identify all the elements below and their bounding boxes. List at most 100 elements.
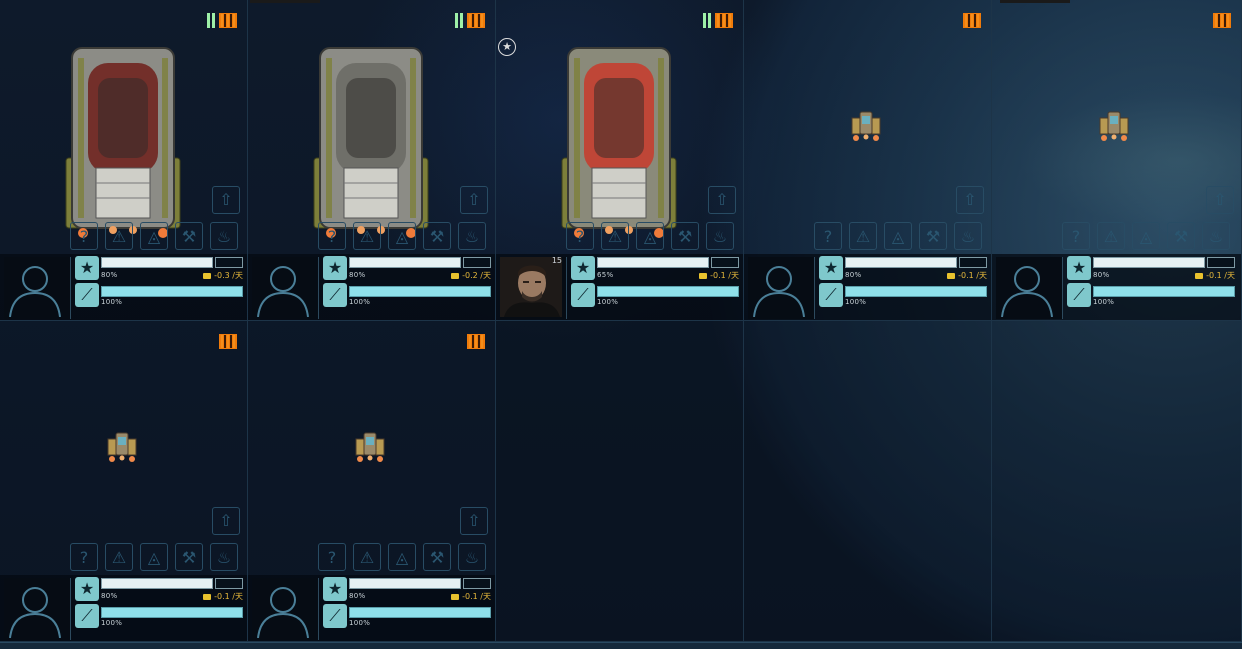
arrow-up-icon[interactable]: ⇧ [212,186,240,214]
fleet-slot[interactable]: ⇧?⚠◬⚒♨ ★ 80% -0.1 /天 ⟋ 100% [992,0,1242,321]
ship-sprite-small[interactable] [1097,108,1131,148]
arrow-up-icon[interactable]: ⇧ [460,507,488,535]
hazard-icon[interactable]: ⚠ [353,543,381,571]
drop-icon[interactable]: ◬ [388,543,416,571]
drop-icon[interactable]: ◬ [1132,222,1160,250]
arrow-up-icon[interactable]: ⇧ [708,186,736,214]
hazard-icon[interactable]: ⚠ [105,222,133,250]
ship-sprite-small[interactable] [353,429,387,469]
flagship-star-icon: ★ [498,38,516,56]
supply-warning-indicator [715,13,733,28]
ship-sprite-small[interactable] [105,429,139,469]
supply-cost-value: -0.1 /天 [1206,271,1235,280]
flame-icon[interactable]: ♨ [1202,222,1230,250]
fleet-slot[interactable]: ⇧?⚠◬⚒♨ ★ 80% -0.1 /天 ⟋ 100% [744,0,992,321]
ship-display[interactable]: ⇧?⚠◬⚒♨ [0,321,247,575]
hazard-icon[interactable]: ⚠ [1097,222,1125,250]
readiness-bar [101,578,213,589]
hazard-icon[interactable]: ⚠ [353,222,381,250]
question-icon[interactable]: ? [1062,222,1090,250]
wrench-icon[interactable]: ⚒ [1167,222,1195,250]
wrench-icon[interactable]: ⚒ [423,543,451,571]
hull-bar [349,607,491,618]
wrench-icon[interactable]: ⚒ [671,222,699,250]
fleet-slot[interactable]: ⇧?⚠◬⚒♨ ★ 80% -0.3 /天 ⟋ 100% [0,0,248,321]
fleet-slot[interactable]: ⇧?⚠◬⚒♨ ★ 80% -0.1 /天 ⟋ 100% [0,321,248,642]
fleet-slot[interactable]: ⇧?⚠◬⚒♨ ★ 80% -0.2 /天 ⟋ 100% [248,0,496,321]
flame-icon[interactable]: ♨ [706,222,734,250]
fleet-slot[interactable]: ⇧?⚠◬⚒♨ ★ 80% -0.1 /天 ⟋ 100% [248,321,496,642]
question-icon[interactable]: ? [70,543,98,571]
empty-captain-portrait[interactable] [252,257,319,319]
crew-ok-indicator [703,13,711,28]
flame-icon[interactable]: ♨ [210,222,238,250]
readiness-bar [101,257,213,268]
ship-display[interactable]: ⇧?⚠◬⚒♨ [248,0,495,254]
drop-icon[interactable]: ◬ [140,543,168,571]
question-icon[interactable]: ? [814,222,842,250]
ship-sprite-large[interactable] [554,18,684,252]
readiness-row: ★ 80% -0.1 /天 [73,577,245,603]
hull-icon: ⟋ [75,283,99,307]
flame-icon[interactable]: ♨ [210,543,238,571]
hull-bar [101,607,243,618]
hazard-icon[interactable]: ⚠ [849,222,877,250]
arrow-up-icon[interactable]: ⇧ [212,507,240,535]
hazard-icon[interactable]: ⚠ [105,543,133,571]
drop-icon[interactable]: ◬ [636,222,664,250]
captain-portrait[interactable]: 15 [500,256,567,319]
star-icon: ★ [75,256,99,280]
wrench-icon[interactable]: ⚒ [175,543,203,571]
empty-captain-portrait[interactable] [252,578,319,640]
ship-display[interactable]: ⇧?⚠◬⚒♨ [992,0,1241,254]
empty-captain-portrait[interactable] [4,578,71,640]
wrench-icon[interactable]: ⚒ [175,222,203,250]
ship-sprite-large[interactable] [58,18,188,252]
flame-icon[interactable]: ♨ [954,222,982,250]
ship-sprite-small[interactable] [849,108,883,148]
ship-display[interactable]: ⇧?⚠◬⚒♨ [0,0,247,254]
ship-info-panel: ★ 80% -0.2 /天 ⟋ 100% [248,254,495,320]
empty-fleet-slot[interactable] [992,321,1242,642]
supply-warning-indicator [219,13,237,28]
hazard-icon[interactable]: ⚠ [601,222,629,250]
supply-cost-value: -0.2 /天 [462,271,491,280]
empty-captain-portrait[interactable] [4,257,71,319]
drop-icon[interactable]: ◬ [388,222,416,250]
readiness-percent: 80% [349,592,366,600]
top-divider [1000,0,1070,3]
wrench-icon[interactable]: ⚒ [919,222,947,250]
drop-icon[interactable]: ◬ [884,222,912,250]
arrow-up-icon[interactable]: ⇧ [1206,186,1234,214]
readiness-bar-reserve [463,578,491,589]
ship-sprite-large[interactable] [306,18,436,252]
empty-fleet-slot[interactable] [744,321,992,642]
question-icon[interactable]: ? [318,222,346,250]
empty-fleet-slot[interactable] [496,321,744,642]
flame-icon[interactable]: ♨ [458,543,486,571]
ship-display[interactable]: ⇧?⚠◬⚒♨ [744,0,991,254]
drop-icon[interactable]: ◬ [140,222,168,250]
fleet-slot[interactable]: ★ ⇧?⚠◬⚒♨ 15 ★ 65% -0.1 /天 ⟋ 100% [496,0,744,321]
question-icon[interactable]: ? [70,222,98,250]
ship-display[interactable]: ⇧?⚠◬⚒♨ [248,321,495,575]
ship-display[interactable]: ★ ⇧?⚠◬⚒♨ [496,0,743,254]
supply-cost-value: -0.3 /天 [214,271,243,280]
readiness-percent: 80% [845,271,862,279]
supply-icon [451,272,460,279]
supply-cost: -0.3 /天 [203,270,243,281]
ship-action-bar: ?⚠◬⚒♨ [814,222,982,250]
arrow-up-icon[interactable]: ⇧ [460,186,488,214]
crew-status-badge [703,13,733,28]
readiness-bar-reserve [215,578,243,589]
wrench-icon[interactable]: ⚒ [423,222,451,250]
readiness-bar [349,578,461,589]
readiness-row: ★ 80% -0.1 /天 [321,577,493,603]
empty-captain-portrait[interactable] [996,257,1063,319]
arrow-up-icon[interactable]: ⇧ [956,186,984,214]
empty-captain-portrait[interactable] [748,257,815,319]
question-icon[interactable]: ? [566,222,594,250]
flame-icon[interactable]: ♨ [458,222,486,250]
supply-cost: -0.1 /天 [451,591,491,602]
question-icon[interactable]: ? [318,543,346,571]
